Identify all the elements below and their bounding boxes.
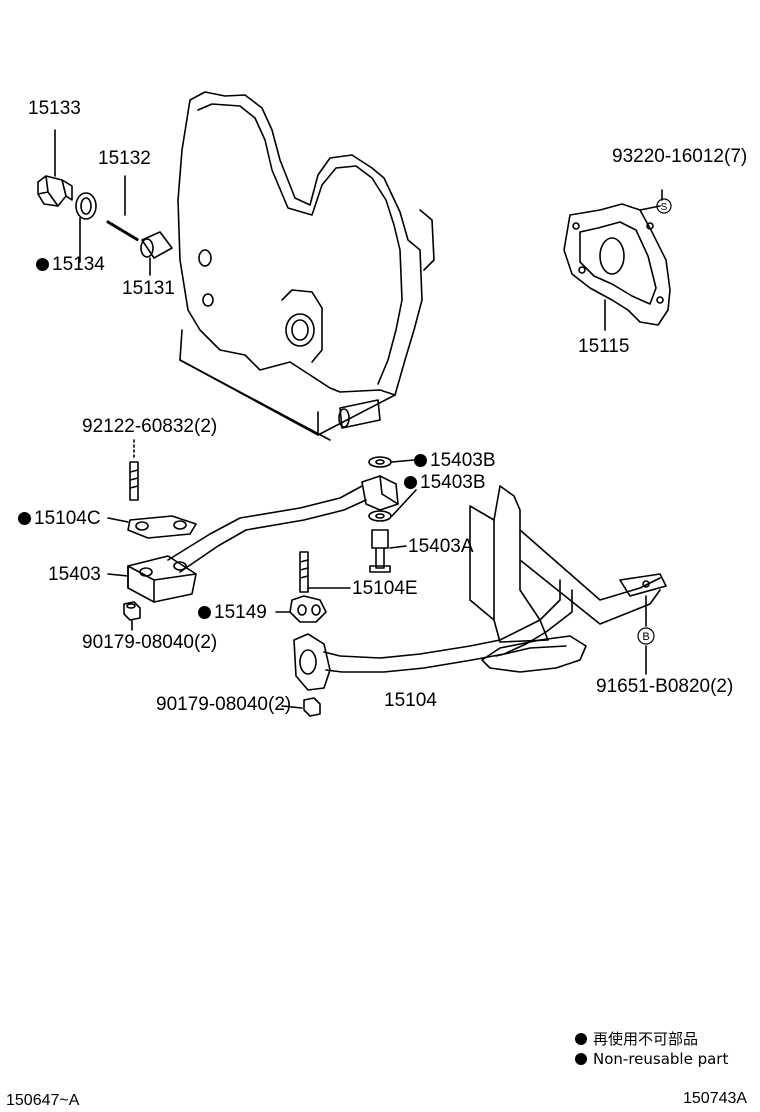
label-15403b-top-text: 15403B xyxy=(430,450,496,471)
legend-dot-icon xyxy=(575,1033,587,1045)
s-marker-text: S xyxy=(661,202,668,213)
label-15403b-top: 15403B xyxy=(414,450,496,472)
stud-drawing xyxy=(129,439,139,501)
label-15104c-text: 15104C xyxy=(34,508,101,529)
label-15115: 15115 xyxy=(578,336,630,357)
oil-pipe-flange-drawing xyxy=(107,475,399,603)
label-15149-text: 15149 xyxy=(214,602,267,623)
label-92122-60832: 92122-60832(2) xyxy=(82,416,218,437)
legend-zh-text: 再使用不可部品 xyxy=(593,1030,699,1048)
label-15132: 15132 xyxy=(98,148,151,169)
label-15131: 15131 xyxy=(122,278,175,299)
gasket-drawing xyxy=(563,189,671,331)
non-reusable-dot-icon xyxy=(36,258,49,271)
label-91651-b0820: 91651-B0820(2) xyxy=(596,676,734,697)
label-15134-text: 15134 xyxy=(52,254,105,275)
label-15104c: 15104C xyxy=(18,508,101,530)
label-90179-08040-b: 90179-08040(2) xyxy=(156,694,292,715)
non-reusable-dot-icon xyxy=(198,606,211,619)
timing-cover-drawing xyxy=(177,91,435,441)
nut-small-drawing xyxy=(281,697,321,717)
label-93220-16012: 93220-16012(7) xyxy=(612,146,748,167)
label-15133: 15133 xyxy=(28,98,81,119)
label-15403: 15403 xyxy=(48,564,101,585)
label-15104: 15104 xyxy=(384,690,437,711)
label-15104e: 15104E xyxy=(352,578,418,599)
non-reusable-dot-icon xyxy=(404,476,417,489)
legend-zh: 再使用不可部品 xyxy=(575,1030,698,1048)
label-15134: 15134 xyxy=(36,254,105,276)
nut-drawing xyxy=(123,601,141,631)
s-marker-icon xyxy=(656,198,672,214)
label-15149: 15149 xyxy=(198,602,267,624)
flange-gasket-drawing xyxy=(107,515,197,539)
legend-en-text: Non-reusable part xyxy=(593,1050,729,1068)
footer-left-code: 150647~A xyxy=(6,1092,80,1109)
oil-strainer-drawing xyxy=(293,485,667,691)
b-marker-icon xyxy=(637,627,655,645)
non-reusable-dot-icon xyxy=(414,454,427,467)
strainer-stud-drawing xyxy=(275,551,351,623)
relief-valve-drawing xyxy=(37,129,173,276)
label-15403a: 15403A xyxy=(408,536,474,557)
label-15403b-mid-text: 15403B xyxy=(420,472,486,493)
label-90179-08040-a: 90179-08040(2) xyxy=(82,632,218,653)
b-marker-text: B xyxy=(642,631,649,643)
non-reusable-dot-icon xyxy=(18,512,31,525)
legend-dot-icon xyxy=(575,1053,587,1065)
label-15403b-mid: 15403B xyxy=(404,472,486,494)
legend-en: Non-reusable part xyxy=(575,1050,728,1068)
footer-right-code: 150743A xyxy=(683,1090,748,1107)
union-bolt-drawing xyxy=(368,456,417,573)
